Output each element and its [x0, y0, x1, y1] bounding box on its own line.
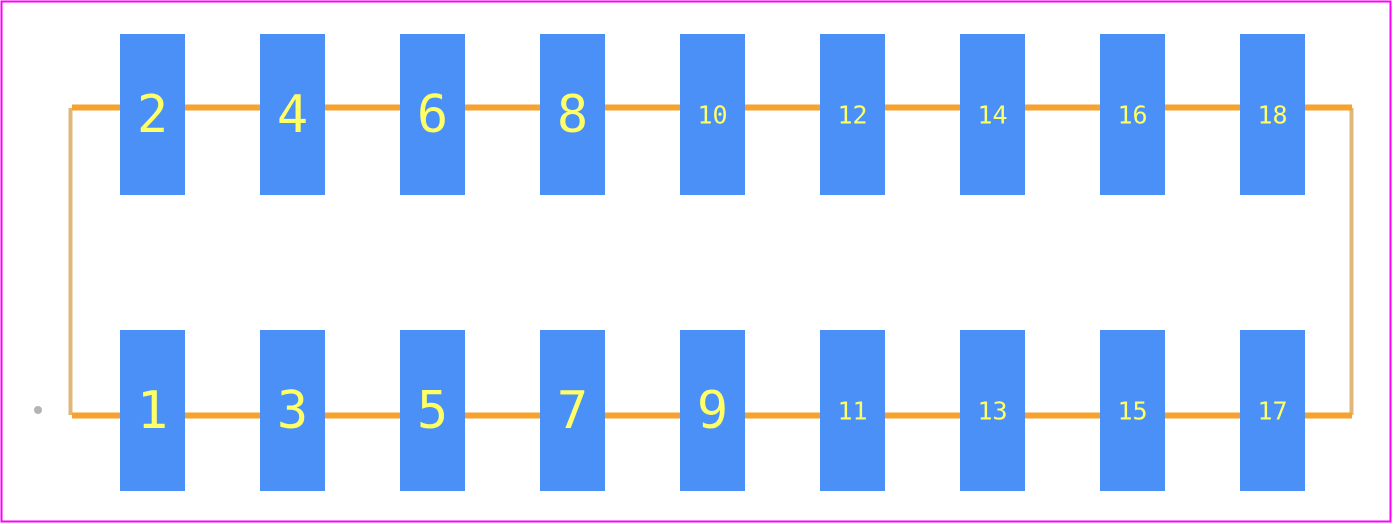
pad-label-11: 11 [837, 397, 867, 426]
pad-17 [1240, 330, 1305, 491]
pad-5 [400, 330, 465, 491]
pad-15 [1100, 330, 1165, 491]
pad-label-18: 18 [1257, 101, 1287, 130]
pad-label-2: 2 [137, 85, 168, 145]
pad-9 [680, 330, 745, 491]
pad-3 [260, 330, 325, 491]
pad-label-9: 9 [697, 381, 728, 441]
pad-label-7: 7 [557, 381, 588, 441]
pad-label-8: 8 [557, 85, 588, 145]
pin1-marker [34, 406, 42, 414]
pad-label-17: 17 [1257, 397, 1287, 426]
pad-label-6: 6 [417, 85, 448, 145]
pad-12 [820, 34, 885, 195]
pad-1 [120, 330, 185, 491]
pad-label-5: 5 [417, 381, 448, 441]
pad-2 [120, 34, 185, 195]
pad-8 [540, 34, 605, 195]
top-pad-row: 2 4 6 8 10 12 14 16 18 [120, 34, 1305, 195]
pad-11 [820, 330, 885, 491]
pad-label-4: 4 [277, 85, 308, 145]
pad-6 [400, 34, 465, 195]
pad-label-15: 15 [1117, 397, 1147, 426]
pad-label-13: 13 [977, 397, 1007, 426]
pad-16 [1100, 34, 1165, 195]
pad-10 [680, 34, 745, 195]
pad-13 [960, 330, 1025, 491]
pad-label-10: 10 [697, 101, 727, 130]
pad-label-14: 14 [977, 101, 1007, 130]
pad-4 [260, 34, 325, 195]
pad-18 [1240, 34, 1305, 195]
pad-14 [960, 34, 1025, 195]
pad-label-1: 1 [137, 381, 168, 441]
pad-label-3: 3 [277, 381, 308, 441]
pad-7 [540, 330, 605, 491]
pad-label-16: 16 [1117, 101, 1147, 130]
pad-label-12: 12 [837, 101, 867, 130]
